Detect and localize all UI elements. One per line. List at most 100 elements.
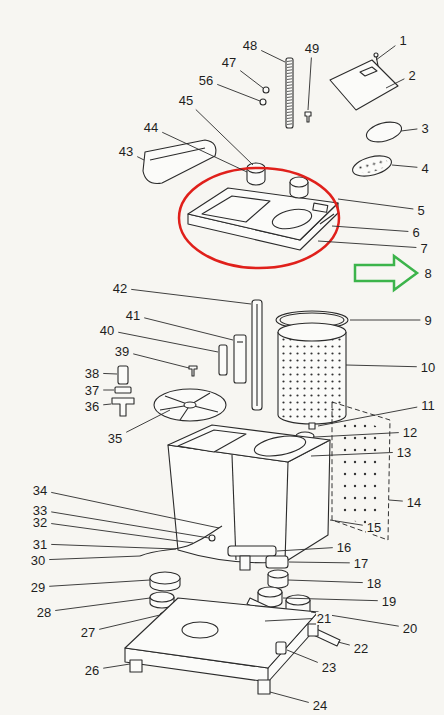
leader-line [131, 289, 251, 304]
callout-number: 38 [84, 367, 100, 380]
callout-number: 9 [423, 314, 432, 327]
leader-line [392, 165, 417, 167]
callout-number: 28 [36, 606, 52, 619]
knob [290, 177, 308, 198]
callout-number: 26 [84, 664, 100, 677]
callout-number: 56 [198, 74, 214, 87]
callout-number: 33 [32, 504, 48, 517]
leader-line [118, 332, 218, 352]
leader-line [217, 84, 260, 101]
leader-line [332, 226, 408, 231]
callout-number: 21 [316, 612, 332, 625]
filter-part [112, 398, 134, 416]
leader-line [133, 354, 189, 368]
nut [260, 99, 266, 105]
leader-line [51, 512, 209, 538]
pulley [150, 572, 180, 591]
leader-line [103, 390, 114, 391]
rod-thread [287, 60, 292, 126]
leader-line [270, 692, 309, 702]
leader-line [51, 492, 219, 528]
callout-number: 6 [411, 226, 420, 239]
callout-number: 5 [416, 204, 425, 217]
filter-part [115, 387, 131, 393]
callout-number: 15 [366, 521, 382, 534]
leader-line [265, 619, 313, 621]
leader-line [162, 132, 247, 172]
leader-line [288, 580, 363, 583]
leader-line [103, 404, 111, 406]
lid [330, 53, 398, 110]
clip [219, 345, 227, 375]
leader-line [144, 318, 233, 340]
callout-number: 29 [30, 581, 46, 594]
leader-line [311, 612, 399, 626]
leader-line [287, 650, 318, 662]
callout-number: 19 [381, 595, 397, 608]
drain-valve [228, 546, 288, 607]
callout-number: 7 [419, 242, 428, 255]
leader-line [318, 241, 416, 247]
leader-line [330, 520, 363, 525]
leader-line [51, 544, 176, 549]
callout-number: 40 [99, 324, 115, 337]
leader-line [196, 110, 253, 166]
callout-number: 17 [353, 557, 369, 570]
connector [209, 535, 215, 541]
lint-filter [350, 152, 393, 180]
leader-line [389, 500, 403, 501]
base [125, 598, 318, 694]
callout-number: 2 [407, 69, 416, 82]
callout-number: 4 [420, 162, 429, 175]
callout-number: 13 [396, 446, 412, 459]
leader-line [137, 157, 144, 160]
leader-line [338, 199, 413, 209]
cover-disc [364, 119, 403, 146]
callout-number: 23 [321, 661, 337, 674]
callout-number: 27 [80, 626, 96, 639]
control-panel [143, 140, 216, 184]
callout-number: 1 [398, 34, 407, 47]
callout-number: 42 [112, 282, 128, 295]
leader-line [401, 129, 417, 131]
leader-line [277, 548, 333, 551]
callout-number: 16 [336, 541, 352, 554]
callout-number: 45 [178, 94, 194, 107]
screw [189, 366, 197, 376]
leader-line [261, 50, 285, 62]
callout-number: 44 [143, 121, 159, 134]
callout-number: 31 [32, 538, 48, 551]
callout-number: 35 [107, 432, 123, 445]
knob [247, 163, 265, 185]
gasket-plate [332, 402, 390, 540]
leader-line [103, 664, 130, 668]
callout-number: 3 [420, 122, 429, 135]
callout-number: 39 [114, 345, 130, 358]
leader-line [346, 365, 417, 367]
callout-number: 30 [30, 554, 46, 567]
callout-number: 8 [423, 267, 432, 280]
spin-basket [278, 323, 346, 429]
leader-line [376, 46, 395, 60]
leader-line [126, 410, 170, 432]
callout-number: 41 [125, 309, 141, 322]
leader-line [103, 373, 117, 375]
callout-number: 37 [84, 384, 100, 397]
washer [263, 87, 269, 93]
callout-number: 14 [406, 496, 422, 509]
leader-line [49, 580, 150, 586]
tub [168, 425, 330, 563]
callout-number: 18 [366, 577, 382, 590]
callout-number: 11 [420, 399, 436, 412]
filter-part [118, 366, 128, 384]
leader-line [350, 320, 420, 321]
leader-line [311, 452, 393, 456]
leader-line [318, 407, 417, 426]
callout-number: 36 [84, 400, 100, 413]
leader-line [51, 524, 193, 543]
leader-line [49, 556, 140, 560]
callout-number: 10 [420, 361, 436, 374]
tube [252, 300, 262, 410]
